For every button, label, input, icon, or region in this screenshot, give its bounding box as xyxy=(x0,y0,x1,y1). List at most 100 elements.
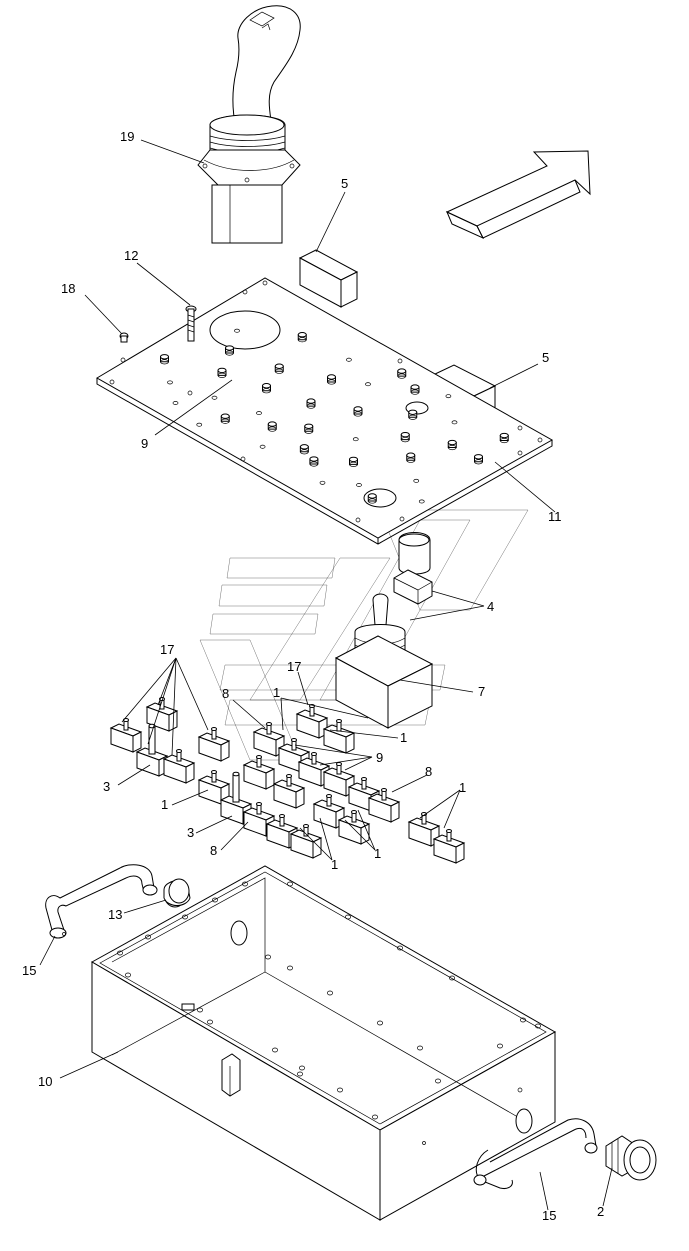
box-hole xyxy=(337,1087,343,1093)
standoff-top xyxy=(327,374,336,380)
box-hole xyxy=(272,1047,278,1053)
plate-hole xyxy=(451,420,458,425)
joystick-19 xyxy=(197,5,301,244)
callout-1-lower-right: 1 xyxy=(374,846,381,861)
knob-4 xyxy=(393,532,433,605)
block-5a xyxy=(298,249,359,308)
plate-hole xyxy=(234,328,240,333)
callout-1-left: 1 xyxy=(161,797,168,812)
standoff-top xyxy=(217,367,227,374)
standoff-top xyxy=(274,363,284,369)
callout-3-lower: 3 xyxy=(187,825,194,840)
switch xyxy=(337,810,371,845)
switch-group xyxy=(109,697,466,864)
box-hole xyxy=(207,1019,213,1025)
corner-hole xyxy=(517,450,523,456)
box-hole xyxy=(287,881,293,887)
box-hole xyxy=(297,1071,303,1077)
corner-hole xyxy=(109,379,115,385)
standoff-top xyxy=(349,456,358,463)
box-hole xyxy=(449,975,455,981)
box-hole xyxy=(372,1114,378,1120)
box-hole xyxy=(535,1023,541,1029)
gland-2 xyxy=(605,1135,657,1181)
joystick-7 xyxy=(334,593,434,729)
plate-hole xyxy=(196,422,203,427)
callout-5-top: 5 xyxy=(341,176,348,191)
plate-hole xyxy=(256,411,262,416)
handle-15a xyxy=(45,864,158,939)
callout-1-far-right: 1 xyxy=(459,780,466,795)
plate-hole xyxy=(352,437,359,442)
corner-hole xyxy=(120,357,126,363)
plate-hole xyxy=(167,380,173,385)
switch xyxy=(432,829,466,864)
callout-17-center: 17 xyxy=(287,659,301,674)
switch xyxy=(322,719,356,754)
standoff-top xyxy=(309,456,319,462)
callout-labels: 19 5 12 18 5 9 11 4 17 17 7 8 1 1 9 3 8 … xyxy=(22,129,604,1223)
callout-9-switch: 9 xyxy=(376,750,383,765)
standoff-top xyxy=(474,454,483,460)
standoff-top xyxy=(160,354,169,360)
callout-9-plate: 9 xyxy=(141,436,148,451)
switch xyxy=(295,704,329,739)
box-hole xyxy=(345,914,351,920)
plate-hole xyxy=(211,395,218,400)
plate-hole xyxy=(445,394,452,399)
box-hole xyxy=(265,954,271,960)
corner-hole xyxy=(355,517,361,523)
standoff-top xyxy=(353,406,363,412)
standoff-top xyxy=(304,423,314,429)
plate-hole xyxy=(365,382,371,387)
callout-19: 19 xyxy=(120,129,134,144)
plate-hole xyxy=(319,480,326,485)
callout-5-right: 5 xyxy=(542,350,549,365)
corner-hole xyxy=(397,358,403,364)
box-hole xyxy=(145,934,151,940)
callout-11: 11 xyxy=(548,509,562,524)
callout-2: 2 xyxy=(597,1204,604,1219)
mounting-plate-11 xyxy=(96,277,554,545)
plate-hole xyxy=(413,478,420,483)
callout-1-lower-center: 1 xyxy=(331,857,338,872)
plate-hole xyxy=(418,499,425,504)
switch xyxy=(242,755,276,790)
standoff-top xyxy=(225,345,234,351)
box-hole xyxy=(417,1045,423,1051)
callout-8-right: 8 xyxy=(425,764,432,779)
corner-hole xyxy=(517,425,523,431)
box-hole xyxy=(327,990,333,996)
standoff-top xyxy=(447,439,457,446)
box-hole xyxy=(125,972,131,978)
plate-hole xyxy=(259,444,266,449)
standoff-top xyxy=(408,409,418,415)
callout-12: 12 xyxy=(124,248,138,263)
standoff-top xyxy=(297,332,307,338)
plate-hole xyxy=(346,357,352,362)
switch xyxy=(407,812,441,847)
box-hole xyxy=(182,914,188,920)
box-hole xyxy=(242,881,248,887)
box-hole xyxy=(397,945,403,951)
callout-18: 18 xyxy=(61,281,75,296)
corner-hole xyxy=(399,516,405,522)
standoff-top xyxy=(299,444,309,450)
callout-7: 7 xyxy=(478,684,485,699)
box-10 xyxy=(90,865,557,1221)
corner-hole xyxy=(242,289,248,295)
switch xyxy=(197,727,231,762)
callout-1-right-upper: 1 xyxy=(400,730,407,745)
switch xyxy=(312,794,346,829)
corner-hole xyxy=(240,456,246,462)
plate-hole xyxy=(356,483,362,487)
corner-hole xyxy=(187,390,193,396)
switch xyxy=(367,788,401,823)
box-hole xyxy=(197,1007,203,1013)
box-hole xyxy=(287,965,293,971)
standoff-top xyxy=(410,384,420,390)
callout-4: 4 xyxy=(487,599,494,614)
plate-hole xyxy=(172,401,179,405)
